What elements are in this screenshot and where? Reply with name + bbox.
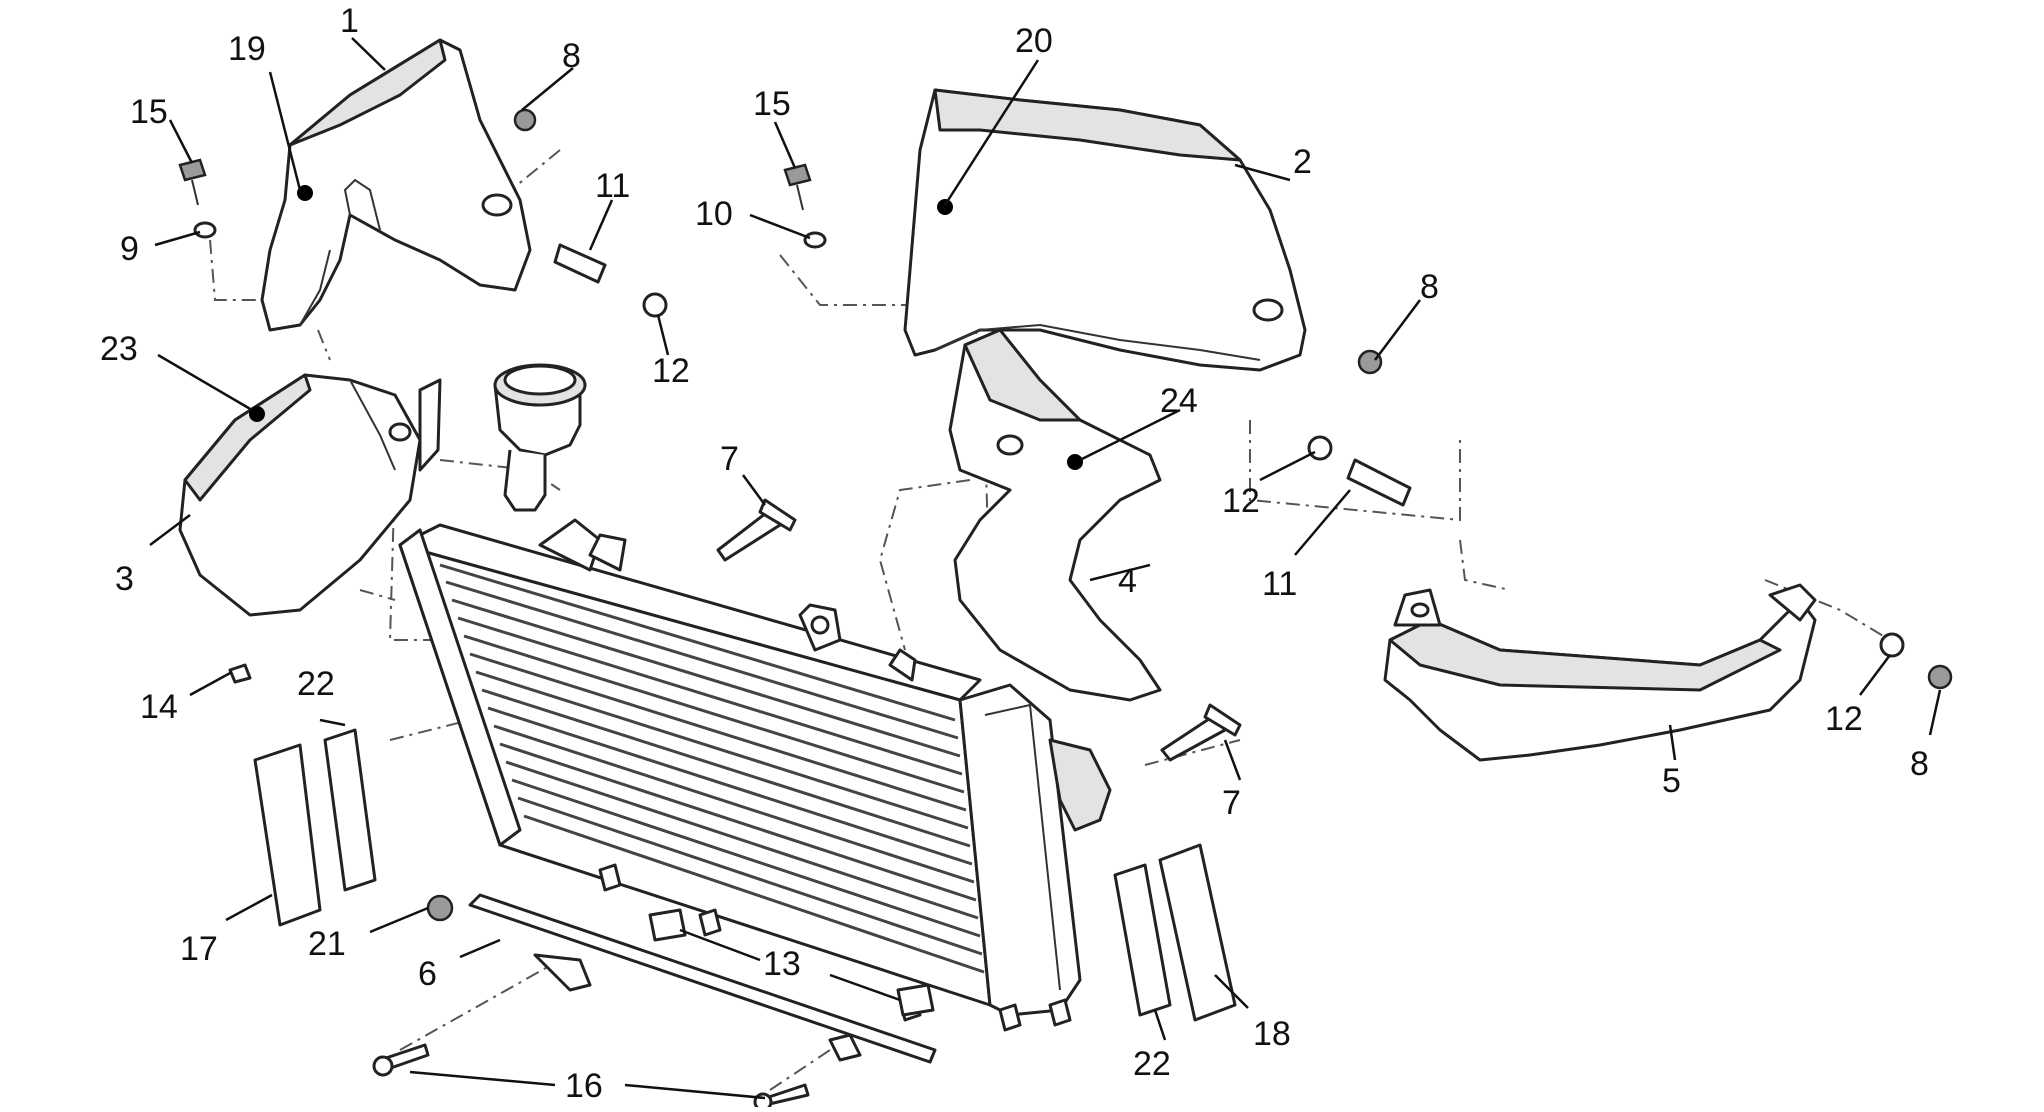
callout-4: 4 xyxy=(1118,562,1137,600)
callout-13: 13 xyxy=(763,945,801,983)
callout-12-left: 12 xyxy=(652,352,690,390)
callout-1: 1 xyxy=(340,2,359,40)
callout-labels: 1 2 3 4 5 6 7 7 8 8 8 9 10 11 11 12 12 1… xyxy=(100,2,1929,1105)
callout-2: 2 xyxy=(1293,143,1312,181)
callout-16: 16 xyxy=(565,1067,603,1105)
callout-11-right: 11 xyxy=(1262,565,1297,603)
leader-lines xyxy=(149,37,1942,1100)
callout-3: 3 xyxy=(115,560,134,598)
callout-7-left: 7 xyxy=(720,440,739,478)
callout-23: 23 xyxy=(100,330,138,368)
part-17-strip xyxy=(253,743,322,927)
radiator xyxy=(398,518,1112,1032)
coolant-reservoir xyxy=(493,363,587,512)
callout-17: 17 xyxy=(180,930,218,968)
part-3-left-lower-shroud xyxy=(178,373,442,617)
callout-8-right: 8 xyxy=(1910,745,1929,783)
part-5-right-bracket xyxy=(1383,583,1817,762)
part-22-strip-left xyxy=(323,728,377,892)
callout-5: 5 xyxy=(1662,762,1681,800)
radiator-fins xyxy=(439,563,985,974)
callout-6: 6 xyxy=(418,955,437,993)
callout-9: 9 xyxy=(120,230,139,268)
part-4-right-lower-shroud xyxy=(948,328,1162,702)
callout-19: 19 xyxy=(228,30,266,68)
callout-12-right: 12 xyxy=(1825,700,1863,738)
callout-8-top: 8 xyxy=(562,37,581,75)
callout-10: 10 xyxy=(695,195,733,233)
part-18-strip xyxy=(1158,843,1237,1022)
part-22-strip-right xyxy=(1113,863,1172,1017)
callout-12-mid: 12 xyxy=(1222,482,1260,520)
callout-22-left: 22 xyxy=(297,665,335,703)
callout-21: 21 xyxy=(308,925,346,963)
part-1-left-upper-shroud xyxy=(260,38,532,332)
callout-14: 14 xyxy=(140,688,178,726)
callout-15-right: 15 xyxy=(753,85,791,123)
callout-20: 20 xyxy=(1015,22,1053,60)
callout-15-left: 15 xyxy=(130,93,168,131)
callout-8-mid: 8 xyxy=(1420,268,1439,306)
callout-18: 18 xyxy=(1253,1015,1291,1053)
part-2-right-upper-shroud xyxy=(903,88,1307,372)
callout-24: 24 xyxy=(1160,382,1198,420)
callout-7-right: 7 xyxy=(1222,784,1241,822)
callout-11-left: 11 xyxy=(595,167,630,205)
callout-22-right: 22 xyxy=(1133,1045,1171,1083)
part-6-bottom-strip xyxy=(468,893,937,1064)
